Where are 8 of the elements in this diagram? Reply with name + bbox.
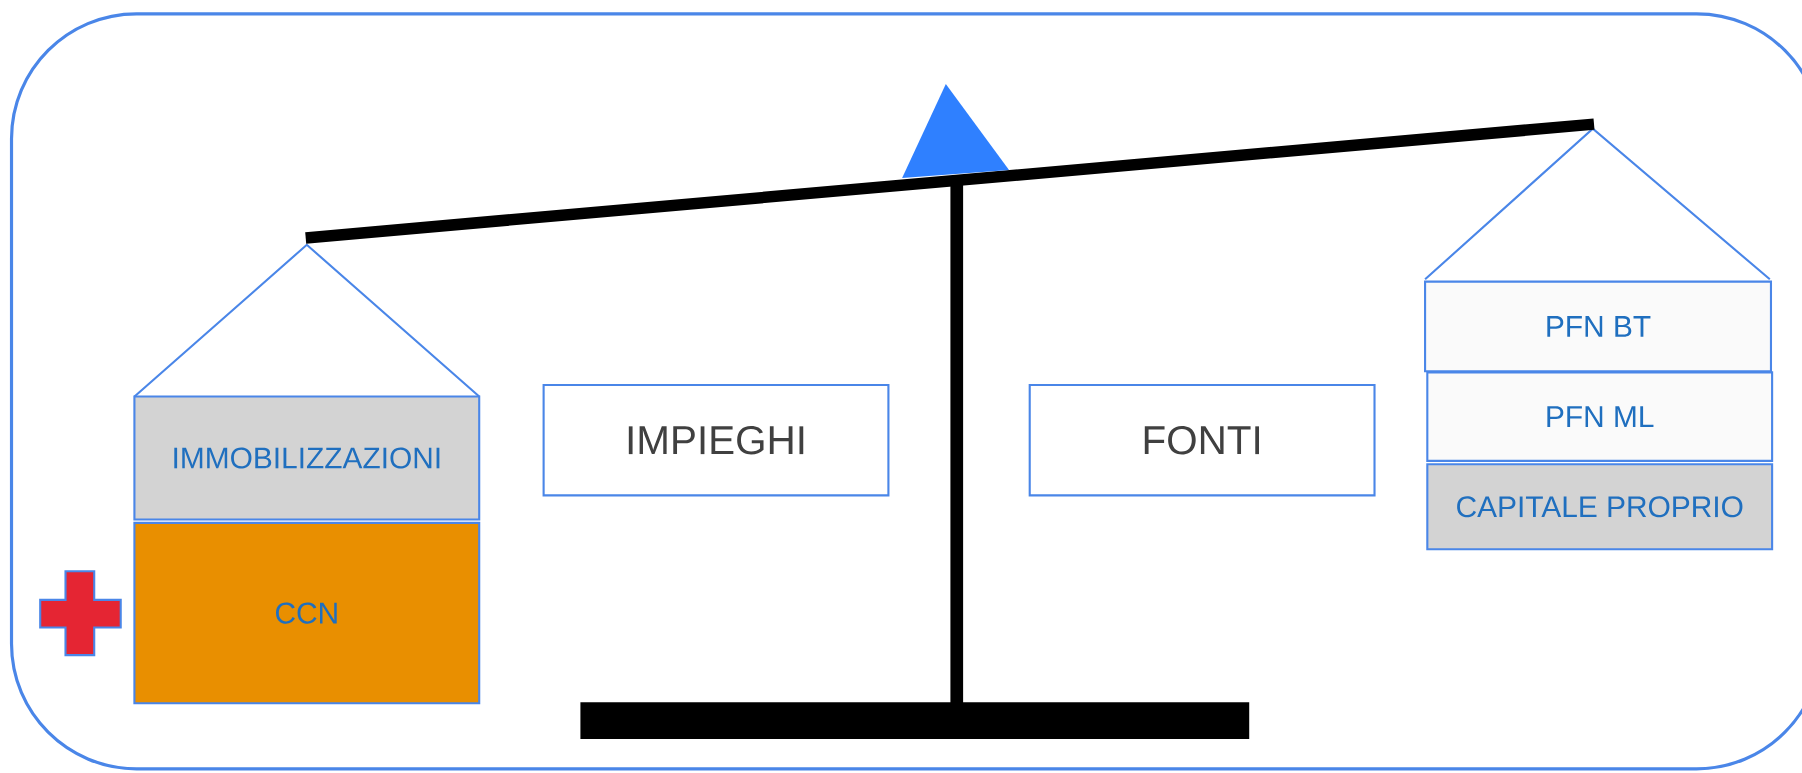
- label-box: PFN BT: [1424, 280, 1773, 373]
- label-box: CAPITALE PROPRIO: [1426, 463, 1774, 551]
- label-box: IMPIEGHI: [542, 384, 890, 497]
- pivot-triangle: [902, 83, 1009, 179]
- label-box: FONTI: [1028, 384, 1376, 497]
- label-box: PFN ML: [1426, 371, 1774, 462]
- label-box: CCN: [133, 521, 481, 705]
- label-box: IMMOBILIZZAZIONI: [133, 395, 481, 521]
